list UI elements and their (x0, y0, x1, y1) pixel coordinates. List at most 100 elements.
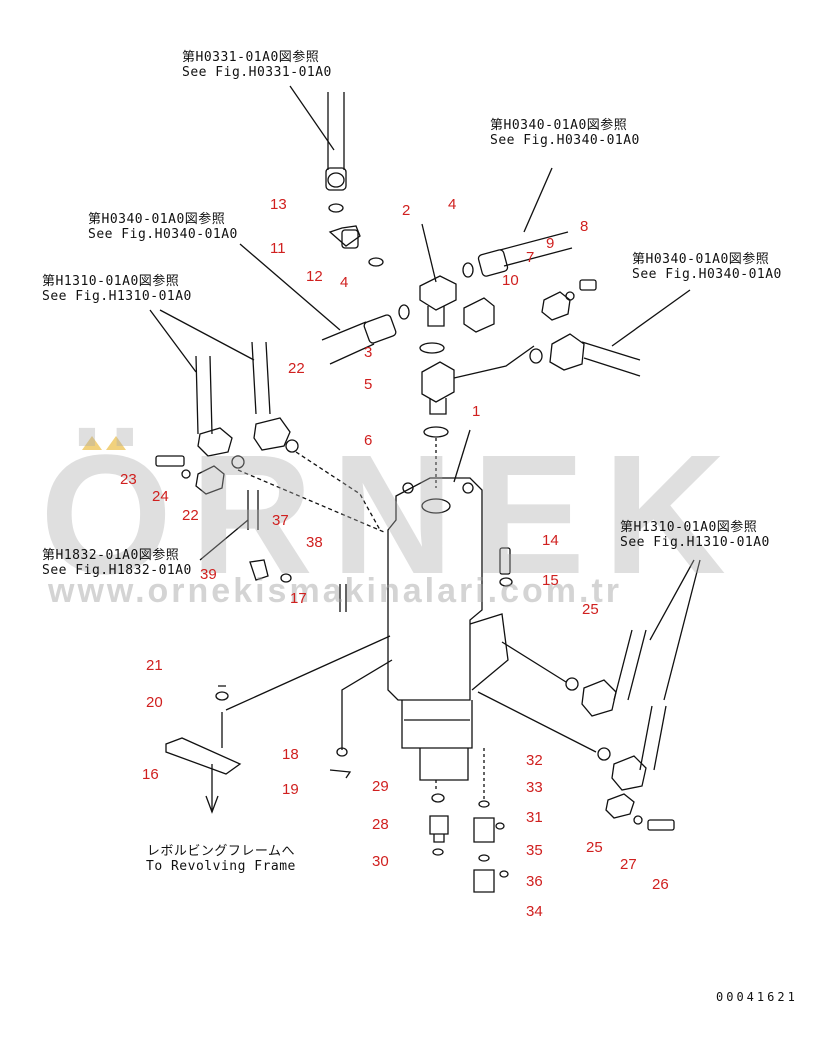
flange-right (549, 333, 585, 371)
fitting-34 (473, 869, 495, 893)
bolt-14 (499, 547, 511, 575)
callout-32: 32 (526, 752, 543, 769)
callout-14: 14 (542, 532, 559, 549)
flange-22b (253, 417, 291, 451)
bolt-23 (155, 455, 185, 467)
callout-22a: 22 (288, 360, 305, 377)
callout-29: 29 (372, 778, 389, 795)
watermark-accent-left (82, 436, 102, 450)
document-number: 00041621 (716, 990, 798, 1004)
ref-h1310-a-jp: 第H1310-01A0図参照 (42, 274, 180, 289)
ref-h1310-b-jp: 第H1310-01A0図参照 (620, 520, 758, 535)
hose-left-nut (363, 314, 397, 344)
hose-right-nut (477, 249, 509, 277)
bolt-8 (579, 279, 597, 291)
callout-30: 30 (372, 853, 389, 870)
plug-10 (463, 297, 495, 333)
clamp-22 (195, 465, 225, 495)
callout-22b: 22 (182, 507, 199, 524)
plate-16 (165, 737, 242, 775)
ref-h1310-b: 第H1310-01A0図参照 See Fig.H1310-01A0 (620, 520, 770, 550)
ref-h0331: 第H0331-01A0図参照 See Fig.H0331-01A0 (182, 50, 332, 80)
ref-h0340-a-en: See Fig.H0340-01A0 (490, 133, 640, 148)
ref-h1310-b-en: See Fig.H1310-01A0 (620, 535, 770, 550)
oring-38 (280, 573, 292, 583)
washer-24 (181, 469, 191, 479)
callout-28: 28 (372, 816, 389, 833)
callout-16: 16 (142, 766, 159, 783)
callout-2: 2 (402, 202, 411, 219)
ref-h0340-a-jp: 第H0340-01A0図参照 (490, 118, 628, 133)
ref-h0340-c: 第H0340-01A0図参照 See Fig.H0340-01A0 (632, 252, 782, 282)
washer-20 (215, 691, 229, 701)
callout-24: 24 (152, 488, 169, 505)
oring-4a (462, 262, 474, 278)
swivel-joint-body-1 (387, 477, 483, 701)
callout-7: 7 (526, 249, 535, 266)
flange-plate (469, 613, 509, 691)
oring-6 (423, 426, 449, 438)
ref-h1832-jp: 第H1832-01A0図参照 (42, 548, 180, 563)
ref-revolving-frame-jp: レボルビングフレームへ (146, 844, 295, 859)
callout-9: 9 (546, 235, 555, 252)
washer-18 (336, 747, 348, 757)
watermark-brand: ÖRNEK (40, 420, 744, 610)
swivel-5 (421, 361, 455, 403)
elbow-39 (249, 559, 269, 581)
oring-4b (398, 304, 410, 320)
callout-4b: 4 (340, 274, 349, 291)
callout-33: 33 (526, 779, 543, 796)
ref-h1832: 第H1832-01A0図参照 See Fig.H1832-01A0 (42, 548, 192, 578)
ref-h0340-c-en: See Fig.H0340-01A0 (632, 267, 782, 282)
ref-h0331-en: See Fig.H0331-01A0 (182, 65, 332, 80)
callout-26: 26 (652, 876, 669, 893)
oring-30 (432, 848, 444, 856)
pin-19 (329, 769, 352, 779)
ref-h0340-b-en: See Fig.H0340-01A0 (88, 227, 238, 242)
oring-right (529, 348, 543, 364)
callout-17: 17 (290, 590, 307, 607)
callout-34: 34 (526, 903, 543, 920)
clamp-9 (541, 291, 571, 321)
callout-15: 15 (542, 572, 559, 589)
callout-11: 11 (270, 240, 286, 257)
callout-35: 35 (526, 842, 543, 859)
washer-27 (633, 815, 643, 825)
bolt-26 (647, 819, 675, 831)
callout-31: 31 (526, 809, 543, 826)
oring-35 (478, 854, 490, 862)
oring-33 (478, 800, 490, 808)
callout-38: 38 (306, 534, 323, 551)
elbow-11 (328, 225, 361, 247)
flange-25b (611, 755, 647, 791)
callout-39: 39 (200, 566, 217, 583)
callout-20: 20 (146, 694, 163, 711)
ref-revolving-frame: レボルビングフレームへ To Revolving Frame (146, 844, 296, 874)
callout-25a: 25 (582, 601, 599, 618)
callout-3: 3 (364, 344, 373, 361)
callout-36: 36 (526, 873, 543, 890)
tee-block-2 (419, 275, 457, 311)
watermark-url: www.ornekismakinalari.com.tr (48, 572, 623, 610)
callout-12: 12 (306, 268, 323, 285)
flange-22a (197, 427, 233, 457)
callout-25b: 25 (586, 839, 603, 856)
callout-18: 18 (282, 746, 299, 763)
callout-21: 21 (146, 657, 163, 674)
callout-37: 37 (272, 512, 289, 529)
flange-25a (581, 679, 617, 717)
callout-10: 10 (502, 272, 519, 289)
hose-top-nut (325, 167, 347, 191)
callout-5: 5 (364, 376, 373, 393)
ref-h1310-a: 第H1310-01A0図参照 See Fig.H1310-01A0 (42, 274, 192, 304)
ref-h1832-en: See Fig.H1832-01A0 (42, 563, 192, 578)
pin-17 (339, 584, 347, 612)
ref-h0340-a: 第H0340-01A0図参照 See Fig.H0340-01A0 (490, 118, 640, 148)
ref-h0340-c-jp: 第H0340-01A0図参照 (632, 252, 770, 267)
lower-housing (401, 700, 473, 781)
washer-15 (499, 577, 513, 587)
callout-13: 13 (270, 196, 287, 213)
ref-h0331-jp: 第H0331-01A0図参照 (182, 50, 320, 65)
callout-23: 23 (120, 471, 137, 488)
